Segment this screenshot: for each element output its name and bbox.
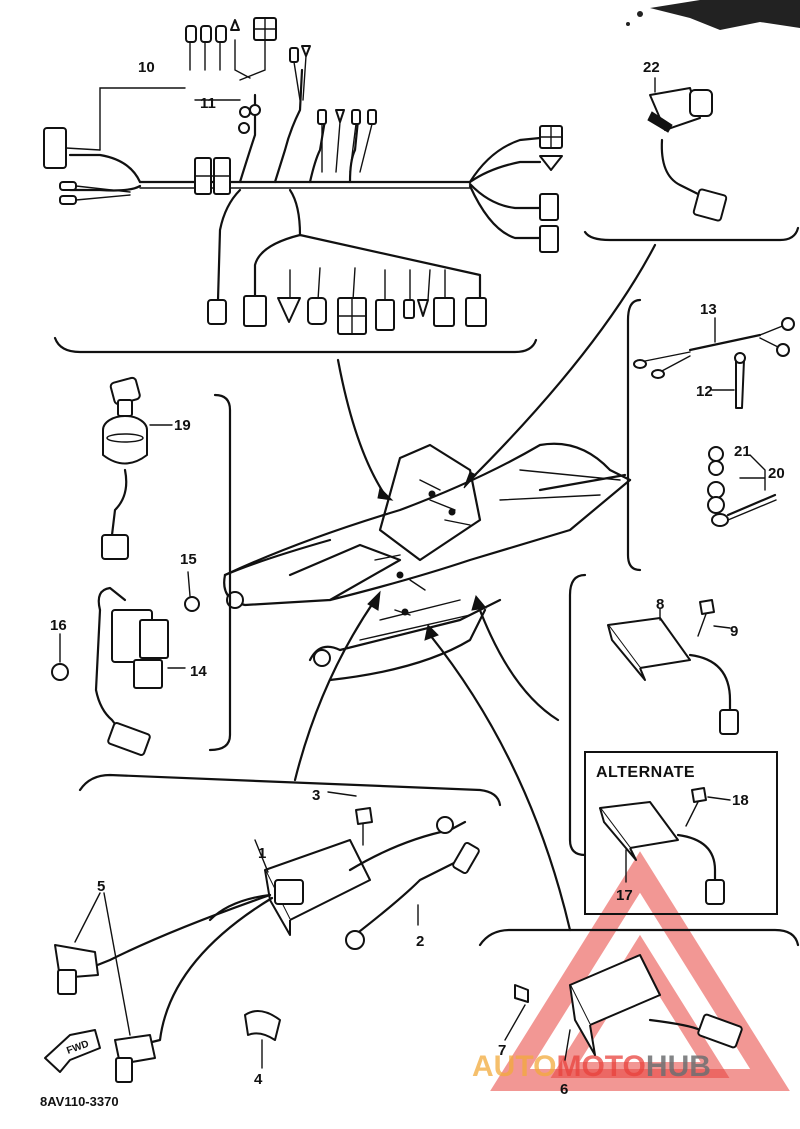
watermark-auto: AUTO: [472, 1050, 556, 1083]
callout-11: 11: [200, 95, 216, 112]
callout-15: 15: [180, 551, 197, 568]
figure-code: 8AV110-3370: [40, 1094, 119, 1109]
callout-22: 22: [643, 59, 660, 76]
fwd-arrow: FWD: [44, 1029, 101, 1073]
callout-2: 2: [416, 933, 424, 950]
callout-5: 5: [97, 878, 105, 895]
parts-20-21-group: [707, 446, 777, 527]
watermark-hub: HUB: [646, 1050, 711, 1083]
alternate-label: ALTERNATE: [596, 764, 695, 781]
scan-noise: [626, 0, 800, 30]
parts-12-13-group: [626, 298, 795, 572]
callout-3: 3: [312, 787, 320, 804]
watermark-moto: MOTO: [556, 1050, 645, 1083]
callout-4: 4: [254, 1071, 263, 1088]
callout-18: 18: [732, 792, 749, 809]
cdi-unit-group: [478, 928, 800, 1061]
callout-13: 13: [700, 301, 717, 318]
callout-10: 10: [138, 59, 155, 76]
callout-16: 16: [50, 617, 67, 634]
callout-6: 6: [560, 1081, 568, 1098]
callout-labels: 1 2 3 4 5 6 7 8 9 10 11 12 13 14 15 16 1…: [50, 59, 785, 1098]
callout-12: 12: [696, 383, 713, 400]
callout-20: 20: [768, 465, 785, 482]
svg-text:AUTOMOTOHUB: AUTOMOTOHUB: [472, 1050, 711, 1083]
callout-14: 14: [190, 663, 207, 680]
wire-harness: [43, 17, 563, 354]
callout-17: 17: [616, 887, 633, 904]
callout-9: 9: [730, 623, 738, 640]
callout-8: 8: [656, 596, 664, 613]
alternate-box: [584, 751, 778, 915]
ignition-coil-group: [54, 773, 502, 1083]
part-22-switch: [583, 77, 800, 242]
callout-21: 21: [734, 443, 751, 460]
part-8-rectifier: [568, 573, 739, 857]
snowmobile-body: [223, 243, 657, 932]
callout-19: 19: [174, 417, 191, 434]
callout-7: 7: [498, 1042, 506, 1059]
part-19-key-switch: [101, 376, 232, 752]
callout-1: 1: [258, 845, 266, 862]
part-14-relay: [51, 571, 200, 756]
